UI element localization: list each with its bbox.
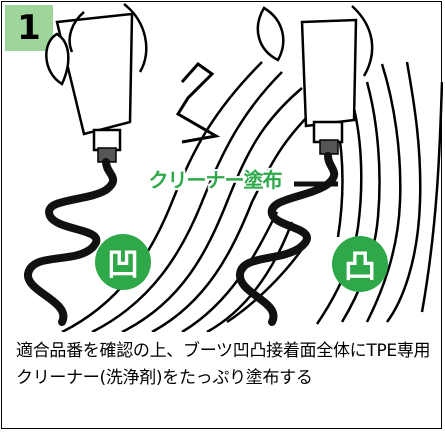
concave-badge: 凹 (95, 234, 151, 290)
boot-convex (315, 61, 443, 325)
cleaner-application-label: クリーナー塗布 (148, 167, 283, 192)
cleaner-bead-left (24, 158, 118, 326)
cleaner-application-illustration (5, 3, 443, 332)
cleaner-tube-right (256, 5, 374, 155)
cleaner-tube-left (45, 3, 148, 163)
step-number: 1 (17, 8, 41, 48)
convex-badge: 凸 (332, 236, 388, 292)
instruction-text: 適合品番を確認の上、ブーツ凹凸接着面全体にTPE専用クリーナー(洗浄剤)をたっぷ… (16, 341, 431, 388)
step-badge-bg (5, 5, 53, 51)
